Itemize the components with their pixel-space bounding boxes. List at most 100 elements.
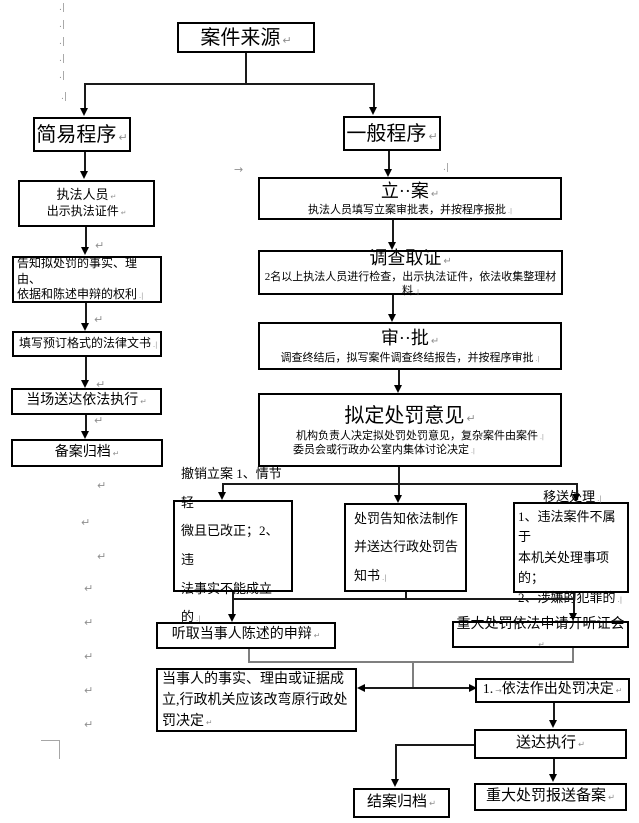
arrowhead-down xyxy=(81,247,89,255)
node-enforcement-officer: 执法人员↵ 出示执法证件↵ xyxy=(18,180,155,227)
node-onsite-delivery: 当场送达依法执行↵ xyxy=(11,388,162,415)
node-label: 拟定处罚意见 xyxy=(344,404,465,427)
node-label: 告知拟处罚的事实、理由、 xyxy=(17,256,138,286)
connector-line xyxy=(395,744,397,780)
node-label: 填写预订格式的法律文书 xyxy=(19,336,152,351)
node-label: 当事人的事实、理由或证据成 xyxy=(162,671,344,687)
connector-line xyxy=(398,370,400,386)
connector-line xyxy=(222,483,578,485)
pilcrow-mark: ↵ xyxy=(96,378,106,391)
arrowhead-down xyxy=(81,380,89,388)
connector-line xyxy=(363,687,471,689)
node-approval: 审··批↵ 调查终结后，拟写案件调查终结报告，并按程序审批.| xyxy=(258,322,562,370)
node-label: 立··案 xyxy=(380,180,429,201)
node-transfer-handling: 移送处理.| 1、违法案件不属于 本机关处理事项的； 2、涉嫌的犯罪的.| xyxy=(513,489,629,605)
dotbar-mark: .| xyxy=(59,3,65,13)
pilcrow-mark: ↵ xyxy=(81,516,91,529)
pilcrow-mark: ↵ xyxy=(206,717,213,727)
node-label: 案件来源 xyxy=(200,26,281,49)
pilcrow-mark: ↵ xyxy=(110,192,117,202)
arrowhead-down xyxy=(369,107,377,115)
connector-line xyxy=(398,483,400,496)
pilcrow-mark: ↵ xyxy=(118,130,128,144)
dotbar-mark: .| xyxy=(139,292,144,301)
dotbar-mark: .| xyxy=(508,208,512,216)
arrowhead-down xyxy=(80,108,88,116)
node-penalty-opinion: 拟定处罚意见↵ 机构负责人决定拟处罚处罚意见，复杂案件由案件.| 委员会或行政办… xyxy=(258,393,562,467)
arrowhead-down xyxy=(388,242,396,250)
node-major-penalty-report: 重大处罚报送备案↵ xyxy=(474,783,627,811)
connector-line xyxy=(84,83,86,109)
pilcrow-mark: ↵ xyxy=(428,129,438,143)
node-label: 依据和陈述申辩的权利 xyxy=(17,287,138,302)
node-label: 审··批 xyxy=(380,328,429,349)
connector-line xyxy=(232,592,234,615)
node-investigation: 调查取证↵ 2名以上执法人员进行检查，出示执法证件，依法收集整理材料.| xyxy=(258,247,563,298)
connector-line xyxy=(398,467,400,484)
pilcrow-mark: ↵ xyxy=(84,684,94,697)
connector-line xyxy=(392,220,394,243)
text-boundary-corner xyxy=(41,740,60,741)
arrowhead-down xyxy=(81,431,89,439)
node-label: 调查终结后，拟写案件调查终结报告，并按程序审批 xyxy=(280,351,534,364)
connector-line xyxy=(248,661,574,663)
connector-line xyxy=(248,649,250,663)
dotbar-mark: .| xyxy=(443,163,449,173)
dotbar-mark: .| xyxy=(597,494,602,504)
node-label: 并送达行政处罚告 xyxy=(354,539,459,555)
node-case-filing: 立··案↵ 执法人员填写立案审批表，并按程序报批.| xyxy=(258,177,562,220)
node-general-procedure: 一般程序↵ xyxy=(343,116,441,151)
node-label: 当场送达依法执行 xyxy=(26,393,139,409)
node-label: 处罚告知依法制作 xyxy=(354,510,459,526)
node-make-decision: 1.→依法作出处罚决定↵ xyxy=(475,678,630,703)
node-label: 知书 xyxy=(354,567,381,583)
pilcrow-mark: ↵ xyxy=(97,550,107,563)
connector-line xyxy=(84,152,86,172)
arrowhead-down xyxy=(228,614,236,622)
connector-line xyxy=(84,83,375,85)
pilcrow-mark: ↵ xyxy=(84,650,94,663)
tab-mark: → xyxy=(234,163,244,176)
connector-line xyxy=(553,703,555,721)
node-label: 本机关处理事项的； xyxy=(518,549,610,585)
connector-line xyxy=(405,592,407,600)
arrowhead-down xyxy=(384,169,392,177)
connector-line xyxy=(373,83,375,108)
node-label: 撤销立案 1、情节轻 xyxy=(181,466,282,510)
pilcrow-mark: ↵ xyxy=(538,639,545,649)
connector-line xyxy=(85,227,87,248)
node-label: 委员会或行政办公室内集体讨论决定 xyxy=(293,444,469,456)
node-label: 备案归档 xyxy=(54,444,111,460)
pilcrow-mark: ↵ xyxy=(466,411,476,425)
pilcrow-mark: ↵ xyxy=(578,739,585,750)
pilcrow-mark: ↵ xyxy=(429,798,436,809)
node-label: 听取当事人陈述的申辩 xyxy=(171,627,312,643)
arrowhead-down xyxy=(388,314,396,322)
node-label: 2名以上执法人员进行检查，出示执法证件，依法收集整理材料 xyxy=(264,270,557,298)
connector-line xyxy=(222,483,224,493)
pilcrow-mark: ↵ xyxy=(430,188,440,200)
dotbar-mark: .| xyxy=(540,433,544,441)
connector-line xyxy=(573,593,575,614)
pilcrow-mark: ↵ xyxy=(97,479,107,492)
tab-mark: → xyxy=(495,686,502,696)
arrowhead-down xyxy=(81,323,89,331)
dotbar-mark: .| xyxy=(471,448,475,455)
node-penalty-notice: 处罚告知依法制作 并送达行政处罚告 知书.| xyxy=(344,503,467,592)
arrowhead-down xyxy=(572,494,580,502)
pilcrow-mark: ↵ xyxy=(615,686,623,696)
node-label: 调查取证 xyxy=(369,247,442,268)
connector-line xyxy=(85,303,87,324)
arrowhead-down xyxy=(569,613,577,621)
dotbar-mark: .| xyxy=(59,37,65,47)
dotbar-mark: .| xyxy=(196,614,201,624)
node-delivery-execution: 送达执行↵ xyxy=(474,729,627,759)
node-label: 一般程序 xyxy=(346,122,427,145)
node-filing-archive: 备案归档↵ xyxy=(11,439,163,467)
dotbar-mark: .| xyxy=(617,594,623,604)
pilcrow-mark: ↵ xyxy=(282,33,292,47)
node-label: 重大处罚依法申请开听证会 xyxy=(456,617,625,633)
pilcrow-mark: ↵ xyxy=(95,239,105,252)
node-label: 移送处理 xyxy=(543,489,596,505)
